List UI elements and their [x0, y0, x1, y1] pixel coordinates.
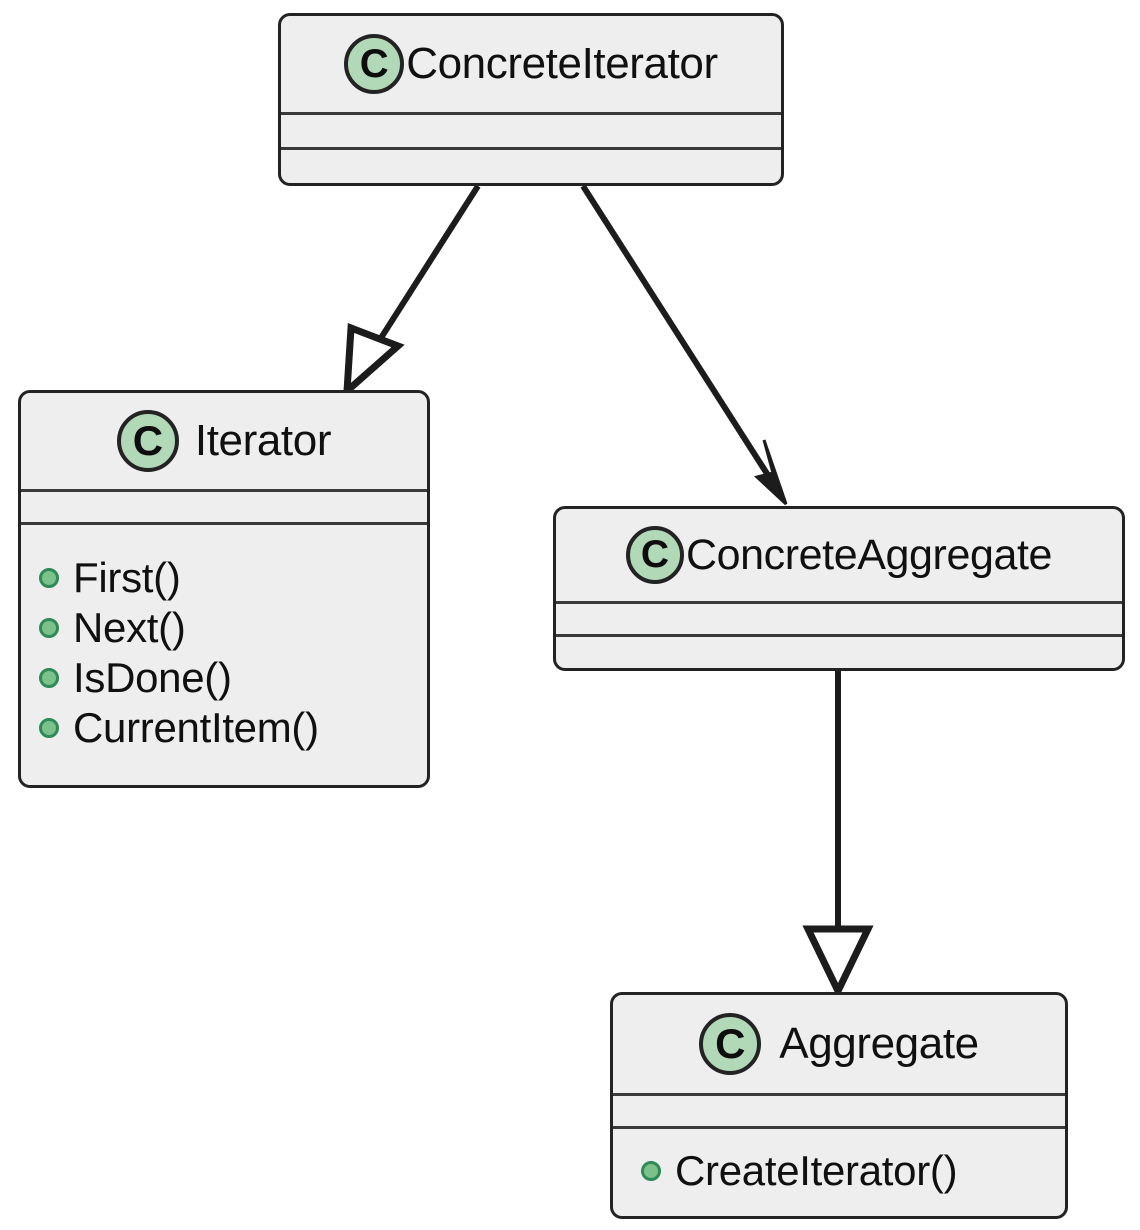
class-methods-compartment: First() Next() IsDone() CurrentItem()	[21, 525, 427, 785]
class-box-iterator[interactable]: C Iterator First() Next() IsDone() Curre…	[18, 390, 430, 788]
method-label: IsDone()	[73, 654, 232, 701]
class-header: C ConcreteIterator	[281, 16, 781, 112]
class-divider	[281, 112, 781, 115]
method-visibility-icon	[39, 618, 59, 638]
edge-concreteiterator-to-iterator	[342, 184, 481, 400]
class-attributes-compartment	[556, 604, 1122, 634]
class-name-label: Aggregate	[779, 1019, 979, 1068]
method-label: First()	[73, 554, 181, 601]
class-stereotype-icon: C	[344, 34, 405, 94]
class-box-concrete-iterator[interactable]: C ConcreteIterator	[278, 13, 784, 186]
class-divider	[21, 489, 427, 492]
method-visibility-icon	[39, 568, 59, 588]
class-attributes-compartment	[613, 1096, 1065, 1126]
method-label: CreateIterator()	[675, 1146, 958, 1194]
class-methods-compartment: CreateIterator()	[613, 1129, 1065, 1216]
edge-line	[369, 184, 481, 354]
method-label: CurrentItem()	[73, 704, 319, 751]
method-row[interactable]: CreateIterator()	[641, 1147, 1065, 1195]
method-visibility-icon	[39, 718, 59, 738]
method-visibility-icon	[641, 1160, 661, 1181]
class-attributes-compartment	[21, 492, 427, 522]
class-divider	[613, 1126, 1065, 1129]
class-name-label: ConcreteAggregate	[685, 530, 1053, 579]
method-row[interactable]: IsDone()	[39, 654, 427, 702]
filled-arrowhead-icon	[753, 439, 788, 506]
class-divider	[21, 522, 427, 525]
class-divider	[556, 634, 1122, 637]
class-attributes-compartment	[281, 115, 781, 147]
class-header: C ConcreteAggregate	[556, 509, 1122, 601]
method-label: Next()	[73, 604, 186, 651]
class-box-concrete-aggregate[interactable]: C ConcreteAggregate	[553, 506, 1125, 671]
class-stereotype-icon: C	[699, 1013, 762, 1075]
class-divider	[613, 1093, 1065, 1096]
method-row[interactable]: CurrentItem()	[39, 704, 427, 752]
class-methods-compartment	[556, 637, 1122, 668]
method-row[interactable]: Next()	[39, 604, 427, 652]
class-name-label: ConcreteIterator	[406, 39, 718, 88]
class-divider	[556, 601, 1122, 604]
method-visibility-icon	[39, 668, 59, 688]
class-divider	[281, 147, 781, 150]
hollow-triangle-arrowhead-icon	[342, 323, 405, 400]
edge-concreteiterator-to-concreteaggregate	[580, 184, 788, 506]
class-stereotype-icon: C	[116, 410, 179, 472]
class-name-label: Iterator	[194, 416, 332, 465]
class-header: C Iterator	[21, 393, 427, 489]
class-stereotype-icon: C	[625, 526, 684, 584]
edge-line	[580, 184, 783, 496]
class-methods-compartment	[281, 150, 781, 183]
class-header: C Aggregate	[613, 995, 1065, 1093]
method-row[interactable]: First()	[39, 554, 427, 602]
hollow-triangle-arrowhead-icon	[802, 925, 874, 1000]
edge-concreteaggregate-to-aggregate	[802, 671, 874, 1000]
class-box-aggregate[interactable]: C Aggregate CreateIterator()	[610, 992, 1068, 1219]
